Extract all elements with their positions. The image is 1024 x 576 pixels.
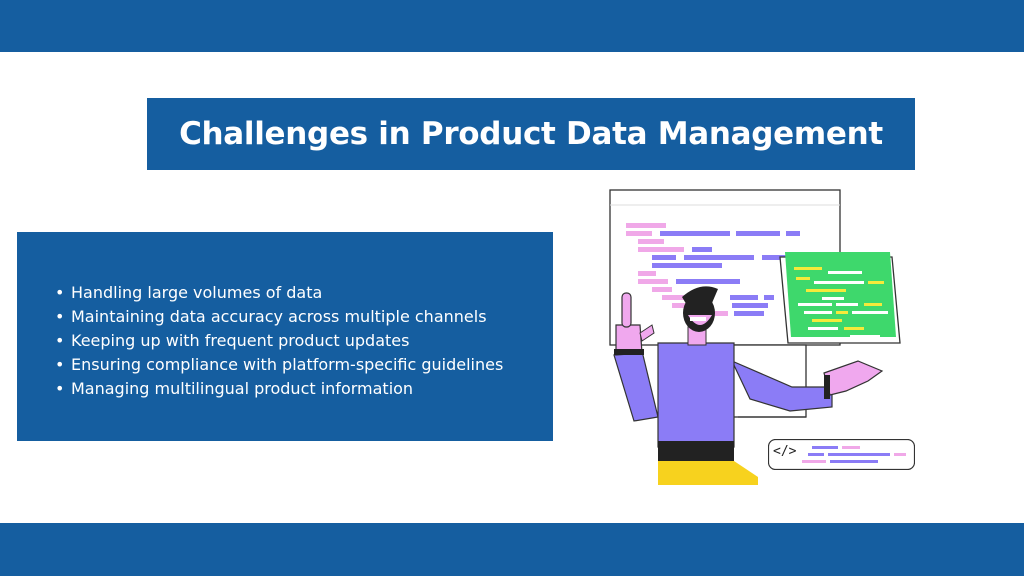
list-item: Handling large volumes of data bbox=[55, 281, 553, 305]
list-item: Maintaining data accuracy across multipl… bbox=[55, 305, 553, 329]
list-item: Keeping up with frequent product updates bbox=[55, 329, 553, 353]
footer-band bbox=[0, 523, 1024, 576]
code-snippet-icon bbox=[779, 252, 901, 344]
list-item: Managing multilingual product informatio… bbox=[55, 377, 553, 401]
challenges-panel: Handling large volumes of data Maintaini… bbox=[17, 232, 553, 441]
code-tag-icon bbox=[768, 439, 915, 470]
page-title: Challenges in Product Data Management bbox=[179, 116, 883, 152]
challenges-list: Handling large volumes of data Maintaini… bbox=[55, 281, 553, 401]
developer-illustration bbox=[600, 185, 920, 490]
title-banner: Challenges in Product Data Management bbox=[147, 98, 915, 170]
header-band bbox=[0, 0, 1024, 52]
developer-person-icon bbox=[609, 189, 901, 485]
list-item: Ensuring compliance with platform-specif… bbox=[55, 353, 553, 377]
code-tag-label: </> bbox=[773, 444, 797, 459]
